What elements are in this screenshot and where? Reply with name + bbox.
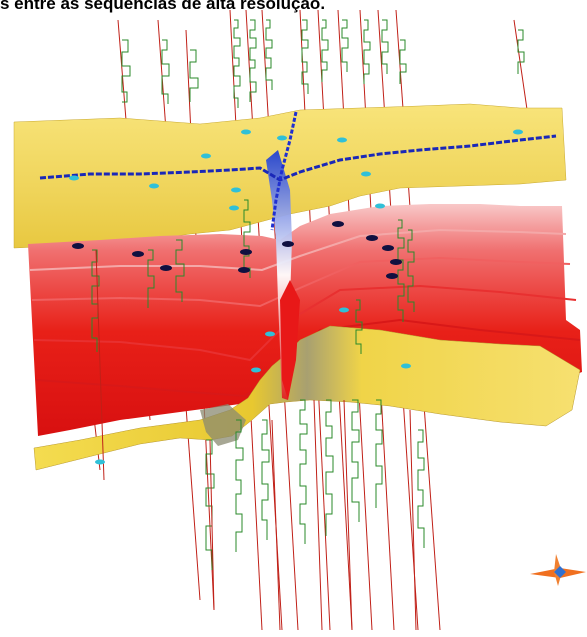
well-markers-cyan xyxy=(69,129,523,465)
fault-red-wedge xyxy=(280,280,300,400)
figure-caption: s entre as sequências de alta resolução. xyxy=(0,0,326,13)
horizon-marker-line xyxy=(39,134,557,182)
well-traces-foreground xyxy=(95,249,417,631)
well-markers-dark xyxy=(72,221,402,279)
fault-blue-trace xyxy=(270,111,298,231)
well-logs-upper xyxy=(121,19,525,108)
base-horizon-surface xyxy=(33,325,581,471)
compass-rose-icon xyxy=(530,554,586,586)
base-surface-shadow-fold xyxy=(200,404,246,446)
